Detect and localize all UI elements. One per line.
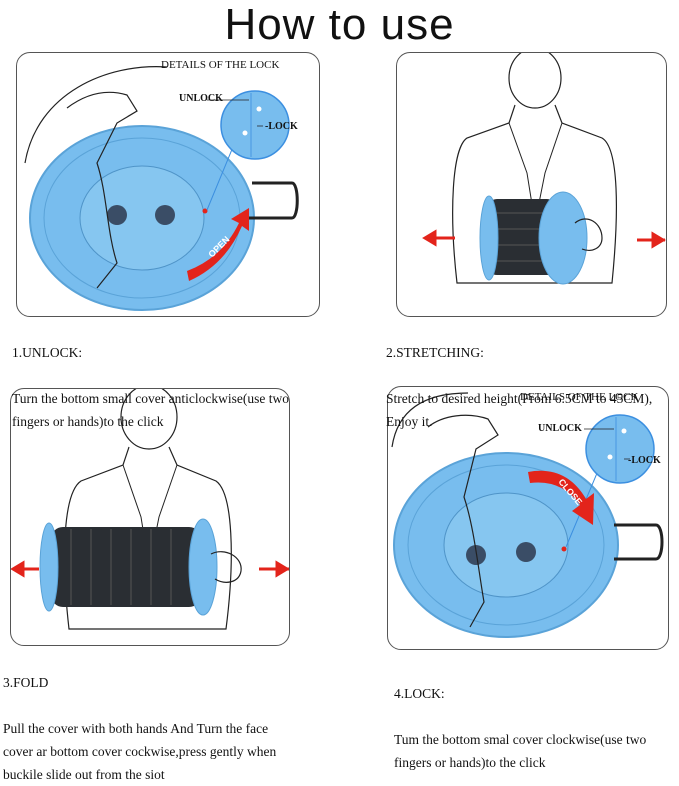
- unlock-label: UNLOCK: [179, 93, 223, 104]
- lock-label: -LOCK: [265, 121, 298, 132]
- unlock-label: UNLOCK: [538, 423, 582, 434]
- step-1-illustration: OPEN DETAILS OF THE LOCK UNLOCK -LOCK: [16, 52, 320, 317]
- step-2-heading: 2.STRETCHING:: [386, 345, 484, 360]
- step-3-text: Pull the cover with both hands And Turn …: [3, 721, 277, 782]
- lock-details-heading: DETAILS OF THE LOCK: [161, 59, 280, 71]
- page-title: How to use: [224, 0, 455, 49]
- step-1-text: Turn the bottom small cover anticlockwis…: [12, 391, 289, 429]
- step-4-illustration: CLOSE DETAILS OF THE LOCK UNLOCK -LOCK: [387, 386, 669, 650]
- step-3-heading: 3.FOLD: [3, 675, 49, 690]
- step-1-caption: 1.UNLOCK: Turn the bottom small cover an…: [12, 318, 342, 433]
- step-2-illustration: [396, 52, 667, 317]
- unlock-stool-drawing: OPEN: [24, 66, 299, 311]
- lock-details-heading: DETAILS OF THE LOCK: [520, 391, 639, 403]
- step-4-caption: 4.LOCK: Tum the bottom smal cover clockw…: [394, 659, 679, 774]
- step-3-caption: 3.FOLD Pull the cover with both hands An…: [3, 648, 333, 786]
- step-4-heading: 4.LOCK:: [394, 686, 445, 701]
- step-4-text: Tum the bottom smal cover clockwise(use …: [394, 732, 647, 770]
- stretching-person-drawing: [422, 53, 666, 285]
- lock-label: -LOCK: [628, 455, 661, 466]
- step-2-text: Stretch to desired height(From 6.5CM to …: [386, 391, 653, 429]
- step-2-caption: 2.STRETCHING: Stretch to desired height(…: [386, 318, 678, 433]
- lock-stool-drawing: CLOSE: [391, 392, 664, 638]
- step-1-heading: 1.UNLOCK:: [12, 345, 83, 360]
- fold-person-drawing: [11, 389, 289, 630]
- step-3-illustration: [10, 388, 290, 646]
